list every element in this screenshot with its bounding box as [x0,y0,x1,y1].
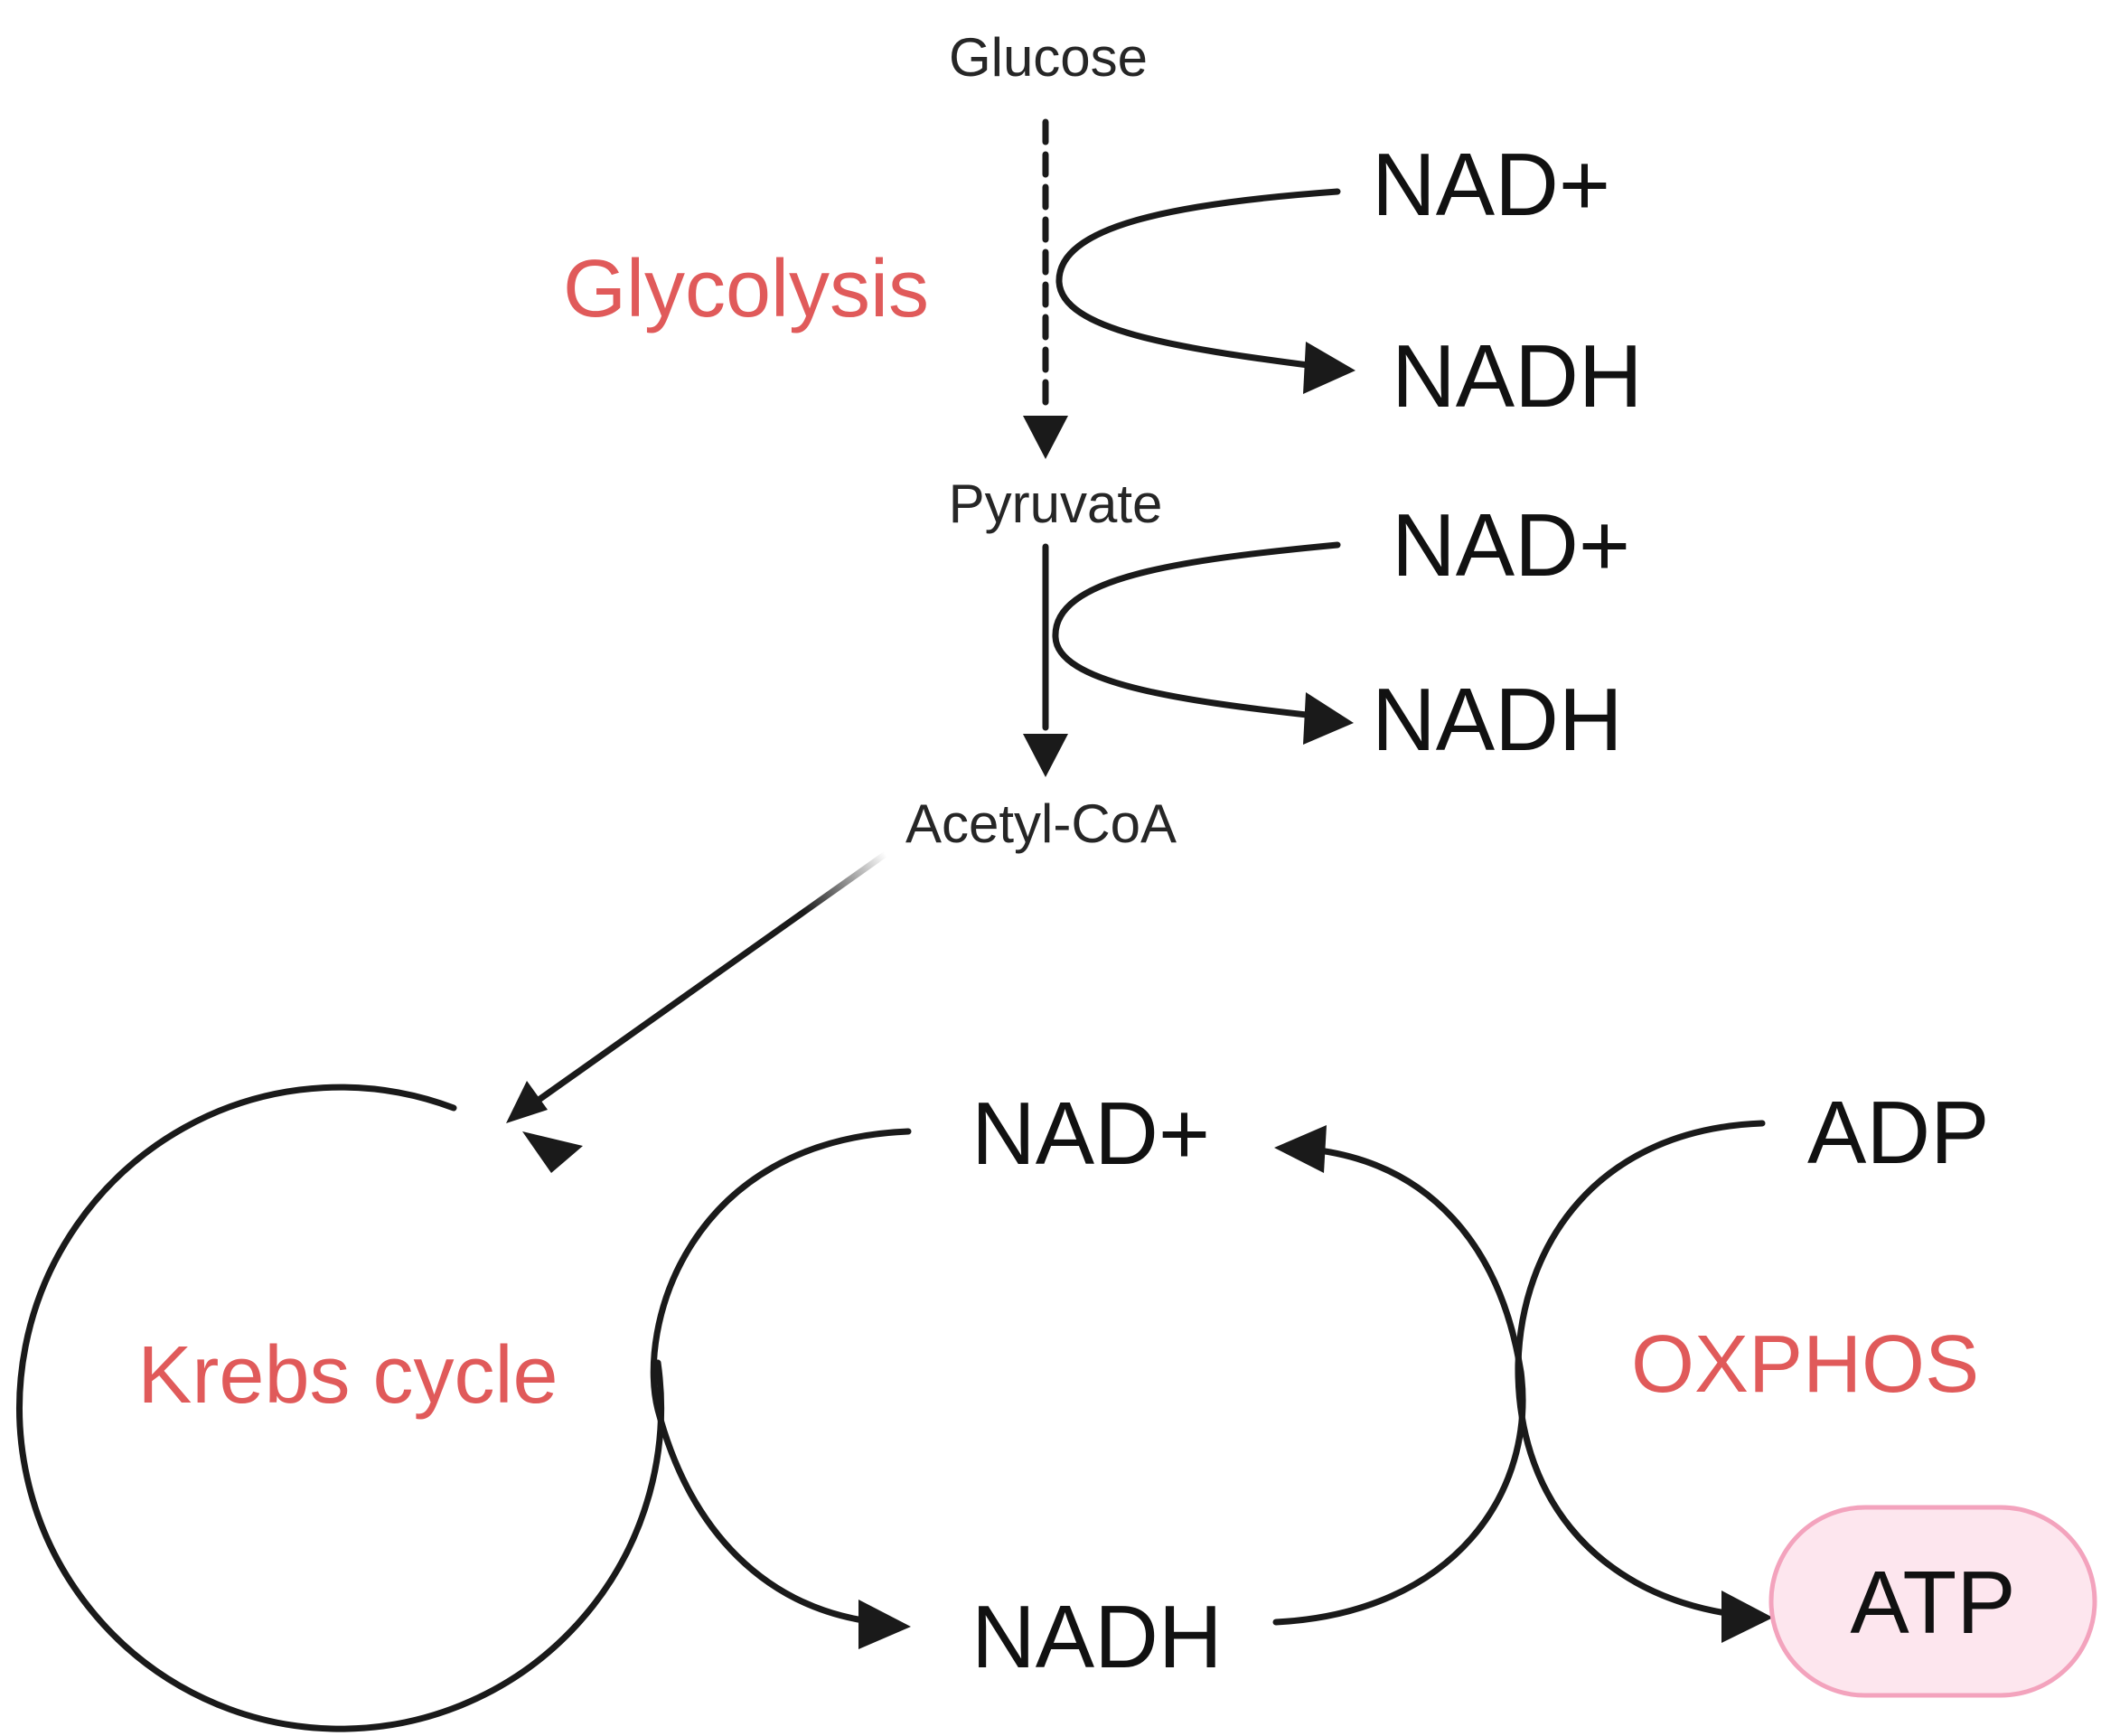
adp-to-atp-arc [1515,1120,1766,1617]
acetyl-coa-label: Acetyl-CoA [905,793,1177,854]
pdh-nadh-arrowhead [1303,692,1354,745]
atp-pill [1768,1505,2097,1698]
oxphos-nad-arrowhead [1274,1125,1327,1173]
atp-label: ATP [1850,1553,2015,1652]
glycolysis-arrowhead [1023,416,1068,459]
glycolysis-nadh-arrowhead [1303,342,1355,394]
acetyl-coa-arrowhead [506,1081,548,1123]
glycolysis-label: Glycolysis [563,244,929,334]
adp-label: ADP [1807,1083,1990,1182]
pdh-nad-label: NAD+ [1392,495,1630,595]
glycolysis-nadh-label: NADH [1392,326,1643,426]
atp-arrowhead [1721,1591,1773,1643]
krebs-nad-to-nadh-arc [650,1128,912,1624]
cycle-nadh-label: NADH [971,1587,1223,1686]
glycolysis-nad-curve [1055,188,1341,370]
pyruvate-label: Pyruvate [949,474,1163,534]
krebs-cycle-circle [16,1084,665,1732]
oxphos-nadh-to-nad-arc [1272,1147,1526,1626]
pdh-nadh-label: NADH [1372,670,1623,769]
krebs-cycle-label: Krebs cycle [137,1330,558,1421]
glycolysis-nad-label: NAD+ [1372,135,1610,234]
krebs-cycle-arrowhead [522,1131,583,1173]
pdh-arrowhead [1023,734,1068,777]
krebs-nadh-arrowhead [858,1600,911,1649]
glucose-label: Glucose [949,27,1148,88]
oxphos-label: OXPHOS [1631,1319,1979,1410]
cycle-nad-label: NAD+ [971,1084,1210,1183]
pdh-nad-curve [1052,541,1341,719]
acetyl-coa-arrow [531,850,889,1106]
